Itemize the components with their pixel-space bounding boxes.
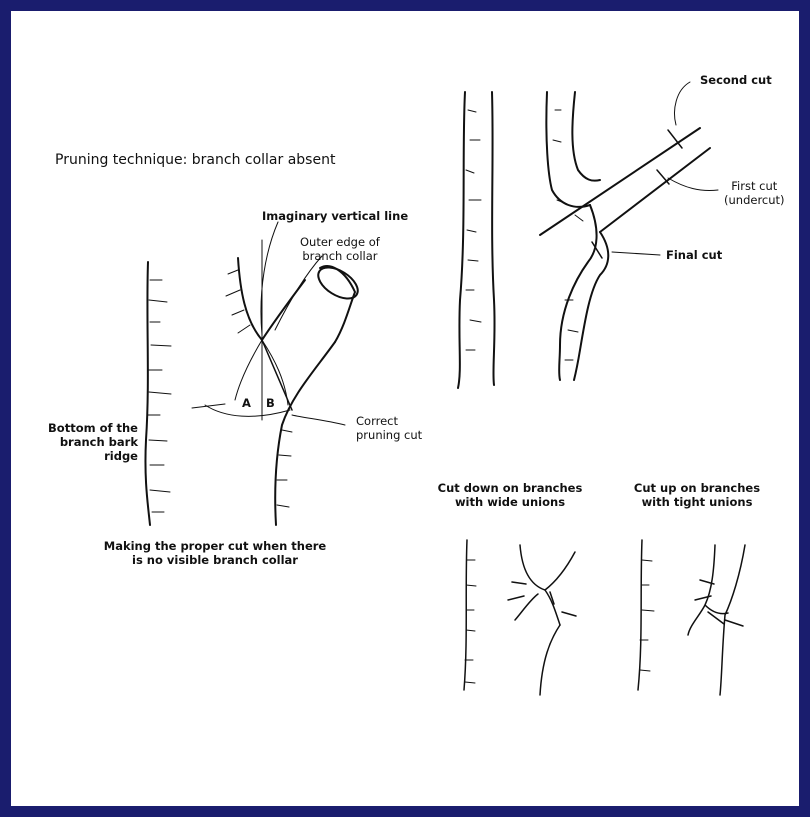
wide-union-caption: Cut down on branches with wide unions bbox=[420, 482, 600, 510]
correct-cut-label: Correct pruning cut bbox=[356, 415, 422, 443]
wide-union-caption-line: with wide unions bbox=[420, 496, 600, 510]
left-caption-line: Making the proper cut when there bbox=[70, 540, 360, 554]
outer-edge-label-line: Outer edge of bbox=[300, 236, 380, 250]
right-trunk-drawing bbox=[458, 82, 718, 388]
branch-bark-ridge-line: ridge bbox=[38, 450, 138, 464]
first-cut-label: First cut (undercut) bbox=[724, 180, 785, 208]
angle-a-label: A bbox=[242, 397, 251, 411]
branch-bark-ridge-line: branch bark bbox=[38, 436, 138, 450]
outer-edge-label: Outer edge of branch collar bbox=[300, 236, 380, 264]
branch-bark-ridge-label: Bottom of the branch bark ridge bbox=[38, 422, 138, 463]
angle-b-label: B bbox=[266, 397, 275, 411]
left-caption-line: is no visible branch collar bbox=[70, 554, 360, 568]
tight-union-caption-line: with tight unions bbox=[612, 496, 782, 510]
left-trunk-drawing bbox=[145, 222, 363, 525]
outer-edge-label-line: branch collar bbox=[300, 250, 380, 264]
imaginary-line-label: Imaginary vertical line bbox=[262, 210, 408, 224]
tight-union-caption-line: Cut up on branches bbox=[612, 482, 782, 496]
branch-bark-ridge-line: Bottom of the bbox=[38, 422, 138, 436]
second-cut-label: Second cut bbox=[700, 74, 772, 88]
tight-union-drawing bbox=[638, 540, 745, 695]
first-cut-line: First cut bbox=[724, 180, 785, 194]
first-cut-line: (undercut) bbox=[724, 194, 785, 208]
final-cut-label: Final cut bbox=[666, 249, 722, 263]
wide-union-caption-line: Cut down on branches bbox=[420, 482, 600, 496]
wide-union-drawing bbox=[464, 540, 576, 695]
correct-cut-line: pruning cut bbox=[356, 429, 422, 443]
correct-cut-line: Correct bbox=[356, 415, 422, 429]
tight-union-caption: Cut up on branches with tight unions bbox=[612, 482, 782, 510]
left-caption: Making the proper cut when there is no v… bbox=[70, 540, 360, 568]
